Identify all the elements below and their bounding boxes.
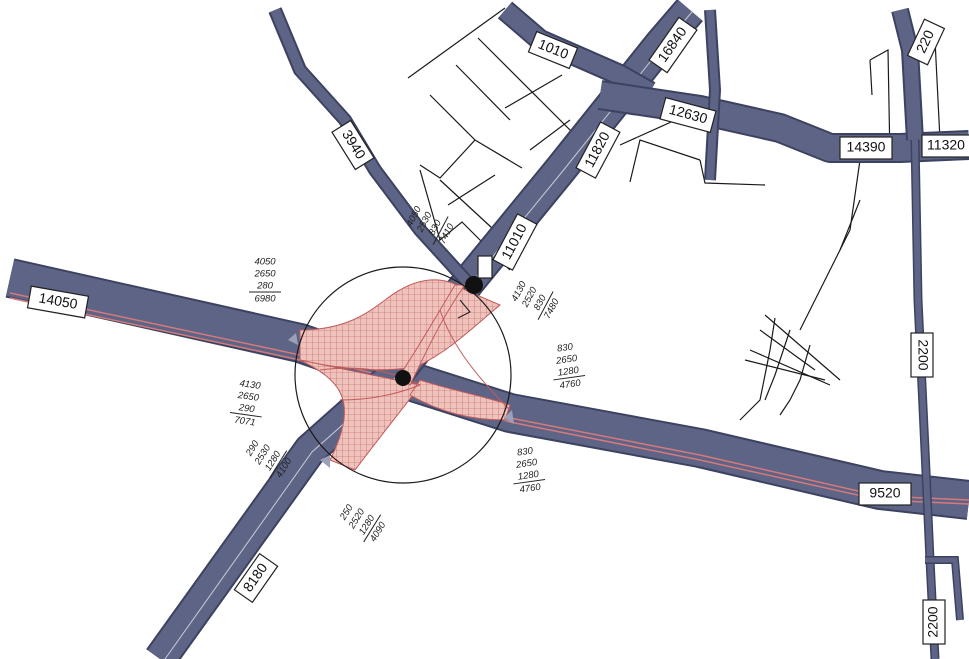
- flow-value: 1280: [517, 469, 540, 483]
- flow-table-e: 830 2650 1280 4760: [553, 341, 586, 392]
- road-label-text: 2200: [915, 339, 931, 370]
- flow-value: 2650: [236, 390, 260, 404]
- flow-value: 290: [237, 402, 256, 415]
- junction-node-center: [395, 370, 411, 386]
- flow-value: 830: [516, 445, 534, 458]
- flow-value: 4130: [239, 378, 262, 392]
- road-label-north-east: 220: [906, 18, 946, 66]
- road-label-east-upper-c: 11320: [921, 134, 969, 158]
- road-label-stub: [477, 255, 493, 279]
- flow-value: 2650: [554, 353, 578, 367]
- flow-total: 4760: [559, 378, 582, 392]
- flow-value: 2650: [514, 457, 538, 471]
- flow-value: 1280: [557, 365, 580, 379]
- ramp-marker-icon: [457, 299, 471, 319]
- road-label-east-vertical-upper: 2200: [910, 332, 934, 378]
- arrow-marker-icon: [288, 333, 298, 345]
- flow-value: 280: [256, 281, 274, 292]
- road-label-text: 14050: [38, 289, 79, 312]
- junction-node-north: [465, 276, 483, 294]
- flow-table-ne: 4130 2520 830 7480: [509, 279, 562, 321]
- road-label-text: 11320: [927, 137, 965, 153]
- interchange-ramps: [299, 279, 511, 471]
- flow-table-w: 4130 2650 290 7071: [229, 378, 262, 429]
- flow-table-s: 250 2520 1280 4090: [337, 502, 388, 544]
- junction-circle: [294, 266, 512, 484]
- road-label-text: 14390: [847, 139, 886, 155]
- road-label-text: 2200: [925, 606, 941, 637]
- road-network: [5, 0, 969, 659]
- road-label-east-main: 9520: [858, 482, 912, 506]
- road-label-east-vertical-lower: 2200: [922, 599, 946, 645]
- flow-table-se: 830 2650 1280 4760: [513, 445, 546, 496]
- local-streets-east: [619, 39, 941, 421]
- road-label-east-upper-b: 14390: [839, 136, 893, 160]
- flow-value: 4050: [254, 257, 276, 268]
- flow-table-nw: 4050 2650 280 6980: [249, 257, 281, 305]
- road-label-west-main: 14050: [26, 285, 90, 319]
- flow-total: 6980: [254, 294, 276, 305]
- road-label-small-north: 1010: [527, 30, 579, 70]
- arrow-marker-icon: [504, 410, 514, 424]
- flow-total: 4760: [519, 482, 542, 496]
- road-label-text: 9520: [869, 485, 900, 501]
- flow-total: 7071: [234, 415, 256, 429]
- arrow-marker-icon: [320, 455, 330, 468]
- flow-value: 830: [556, 341, 574, 354]
- flow-value: 2650: [253, 269, 276, 280]
